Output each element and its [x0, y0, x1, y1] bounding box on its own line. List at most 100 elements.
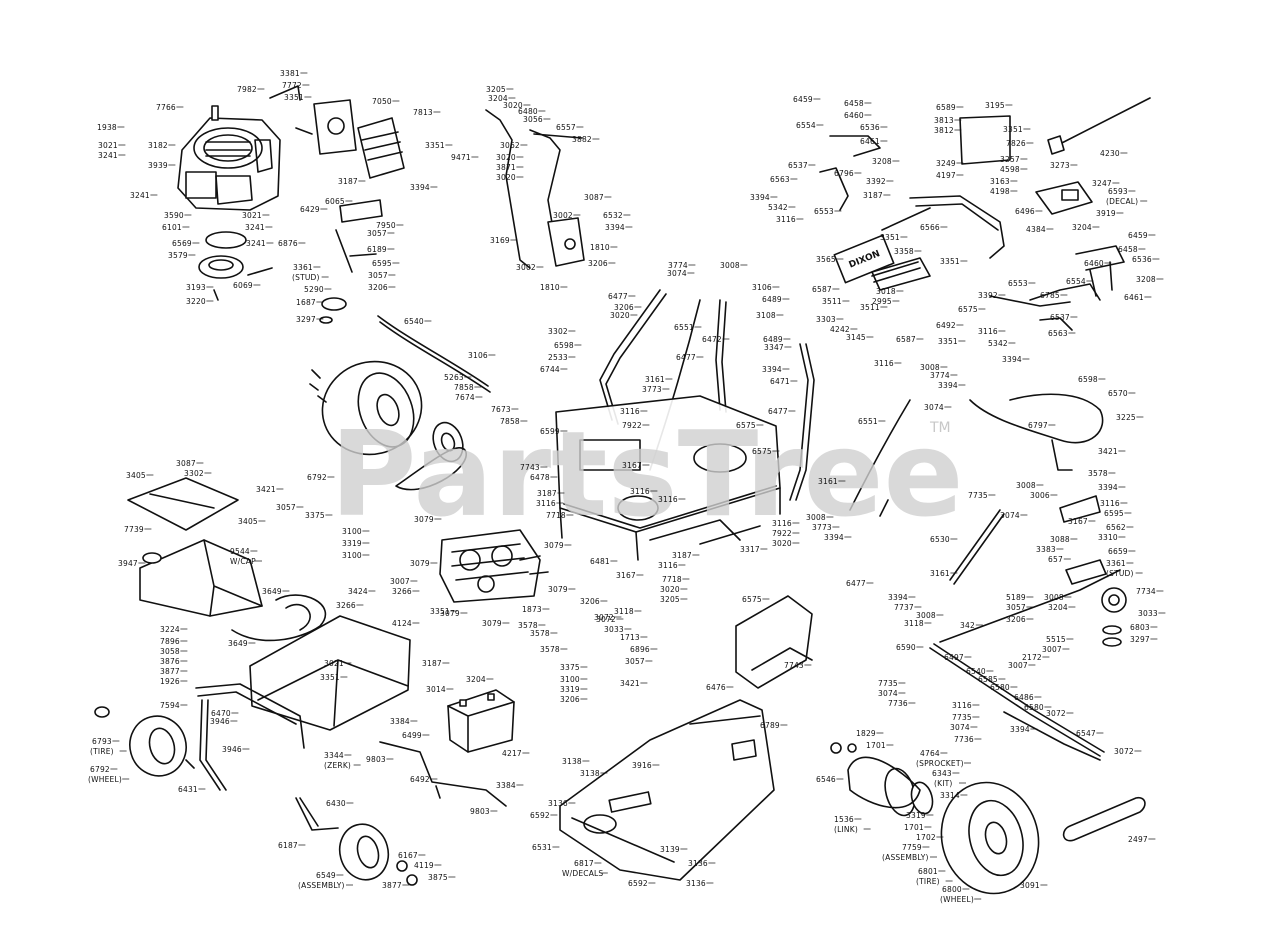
part-number-label: 3002 [516, 263, 536, 272]
part-number-label: 6785 [1040, 291, 1060, 300]
part-number-label: 3020 [772, 539, 792, 548]
part-number-label: 3206 [560, 695, 580, 704]
part-number-label: 3319 [560, 685, 580, 694]
part-number-label: 3020 [496, 173, 516, 182]
part-number-label: 3347 [764, 343, 784, 352]
part-number-label: 6817 [574, 859, 594, 868]
part-number-label: 3578 [518, 621, 538, 630]
part-number-label: 3136 [688, 859, 708, 868]
part-number-label: 7759 [902, 843, 922, 852]
right-rear-axle-rod [929, 569, 1127, 757]
part-number-label: 3106 [468, 351, 488, 360]
part-number-label: 3511 [860, 303, 880, 312]
part-number-label: 3939 [148, 161, 168, 170]
part-number-label: 3319 [906, 811, 926, 820]
part-number-label: 3058 [160, 647, 180, 656]
part-number-label: 3008 [920, 363, 940, 372]
exploded-view-drawing: DIXON [94, 85, 1151, 895]
part-number-label: 3007 [1042, 645, 1062, 654]
part-number-label: (DECAL) [1106, 197, 1138, 206]
part-number-label: 3091 [1020, 881, 1040, 890]
small-right-brackets [1059, 495, 1107, 585]
right-linkage-rod [879, 499, 1005, 585]
part-number-label: 3187 [537, 489, 557, 498]
engine-bracket [319, 199, 383, 324]
part-number-label: 6546 [816, 775, 836, 784]
part-number-label: 3871 [496, 163, 516, 172]
part-number-label: 7674 [455, 393, 475, 402]
part-number-label: 6789 [760, 721, 780, 730]
part-number-label: 6459 [1128, 231, 1148, 240]
part-number-label: 3206 [368, 283, 388, 292]
part-number-label: 6659 [1108, 547, 1128, 556]
part-number-label: 3565 [816, 255, 836, 264]
part-number-label: 3813 [934, 116, 954, 125]
part-number-label: (STUD) [1106, 569, 1134, 578]
part-number-label: 6477 [608, 292, 628, 301]
part-number-label: 3302 [184, 469, 204, 478]
part-number-label: 1701 [866, 741, 886, 750]
deck-cover [559, 699, 775, 881]
part-number-label: 6796 [834, 169, 854, 178]
part-number-label: 3057 [1006, 603, 1026, 612]
part-number-label: 3072 [596, 615, 616, 624]
muffler-assembly [269, 85, 405, 179]
part-number-label: 3249 [936, 159, 956, 168]
part-number-label: 3351 [284, 93, 304, 102]
part-number-label: 3072 [1046, 709, 1066, 718]
part-number-label: 3167 [1068, 517, 1088, 526]
part-number-label: 3116 [536, 499, 556, 508]
part-number-label: 7739 [124, 525, 144, 534]
part-number-label: 6800 [942, 885, 962, 894]
part-number-label: 3220 [186, 297, 206, 306]
part-number-label: 3020 [503, 101, 523, 110]
part-number-label: 3100 [560, 675, 580, 684]
part-number-label: 3008 [720, 261, 740, 270]
part-number-label: 3204 [466, 675, 486, 684]
part-number-label: 3021 [324, 659, 344, 668]
part-number-label: 3057 [625, 657, 645, 666]
part-number-label: 3116 [658, 495, 678, 504]
rod-6492 [379, 741, 507, 807]
part-number-label: 6792 [90, 765, 110, 774]
part-number-label: 6551 [674, 323, 694, 332]
part-number-label: 6481 [590, 557, 610, 566]
part-number-label: 3206 [614, 303, 634, 312]
part-number-label: 3161 [930, 569, 950, 578]
part-number-label: 3087 [176, 459, 196, 468]
part-number-label: 657 [1048, 555, 1063, 564]
part-number-label: (STUD) [292, 273, 320, 282]
part-number-label: 3916 [632, 761, 652, 770]
part-number-label: 6476 [706, 683, 726, 692]
engine [177, 105, 281, 301]
part-number-label: 6569 [172, 239, 192, 248]
part-number-label: 3079 [544, 541, 564, 550]
part-number-label: 3224 [160, 625, 180, 634]
part-number-label: 4764 [920, 749, 940, 758]
part-number-label: 4217 [502, 749, 522, 758]
part-number-label: 3062 [500, 141, 520, 150]
caster-fork [295, 797, 339, 831]
part-number-label: 6557 [556, 123, 576, 132]
right-side-bracket [735, 595, 813, 689]
part-number-label: 6876 [278, 239, 298, 248]
part-number-label: 3072 [1114, 747, 1134, 756]
watermark-trademark: TM [929, 420, 951, 436]
part-number-label: 3072 [594, 613, 614, 622]
part-number-label: 7858 [500, 417, 520, 426]
part-number-label: 3266 [392, 587, 412, 596]
part-number-label: 3056 [523, 115, 543, 124]
part-number-label: 3774 [668, 261, 688, 270]
part-number-label: (TIRE) [90, 747, 114, 756]
part-number-label: 3310 [1098, 533, 1118, 542]
part-number-label: 7736 [888, 699, 908, 708]
part-number-label: 3241 [246, 239, 266, 248]
part-number-label: 4197 [936, 171, 956, 180]
part-number-label: 5189 [1006, 593, 1026, 602]
part-number-label: 7826 [1006, 139, 1026, 148]
part-number-label: (WHEEL) [940, 895, 974, 904]
part-number-label: 7735 [878, 679, 898, 688]
part-number-label: 5515 [1046, 635, 1066, 644]
part-number-label: 3303 [816, 315, 836, 324]
part-number-label: 3161 [645, 375, 665, 384]
